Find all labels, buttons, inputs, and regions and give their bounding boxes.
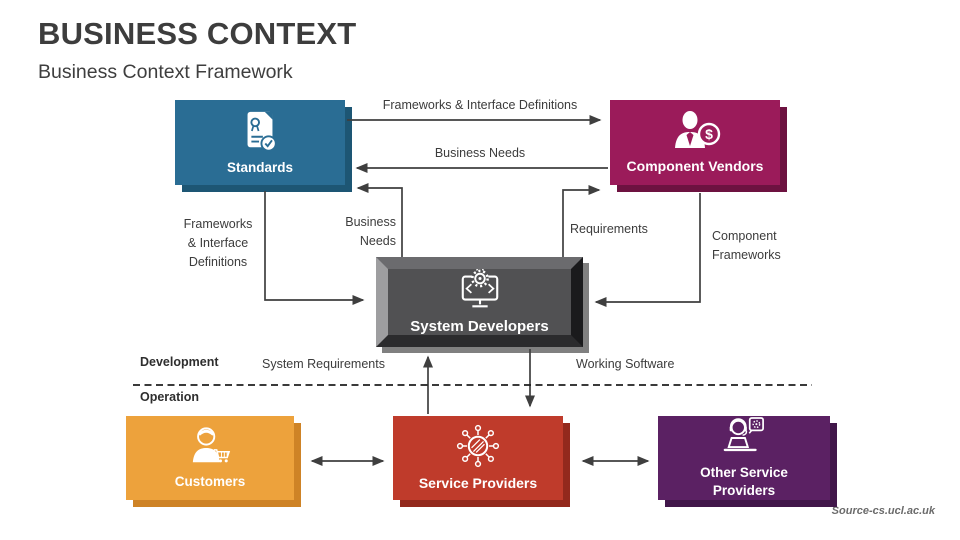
other-service-providers-label: Other Service Providers [700,464,788,498]
label-system-requirements: System Requirements [262,357,385,371]
label-frameworks-interface-definitions-left: Frameworks & Interface Definitions [183,217,253,269]
label-requirements: Requirements [570,222,648,236]
label-working-software: Working Software [576,357,675,371]
arrow-requirements-dev-to-vendors [562,185,601,257]
monitor-gear-icon [456,268,504,312]
arrow-business-needs-dev-to-standards [356,183,403,257]
support-agent-laptop-icon [721,417,767,459]
vendor-person-dollar-icon: $ [669,110,721,152]
arrow-component-frameworks-vendors-to-dev [594,193,701,307]
customers-label: Customers [174,473,246,489]
label-operation-zone: Operation [140,390,200,404]
label-business-needs: Business Needs [434,146,526,160]
page-title: BUSINESS CONTEXT [38,16,357,51]
standards-box: Standards [175,100,345,185]
customers-box: Customers [126,416,294,500]
certificate-document-icon [237,108,283,154]
service-providers-box: Service Providers [393,416,563,500]
label-component-frameworks: Component Frameworks [712,229,781,262]
page-subtitle: Business Context Framework [38,61,293,83]
system-developers-label: System Developers [410,317,549,335]
network-hub-icon [455,423,501,469]
label-development-zone: Development [140,355,219,369]
svg-text:$: $ [705,126,713,142]
component-vendors-label: Component Vendors [626,157,764,174]
label-frameworks-interface-definitions: Frameworks & Interface Definitions [382,98,578,112]
system-developers-box: System Developers [376,257,583,347]
arrow-frameworks-standards-to-dev [264,191,365,305]
standards-label: Standards [226,160,294,176]
person-shopping-cart-icon [187,426,233,468]
component-vendors-box: $ Component Vendors [610,100,780,185]
other-service-providers-box: Other Service Providers [658,416,830,500]
service-providers-label: Service Providers [418,475,538,492]
label-business-needs-left: Business Needs [345,215,396,248]
source-attribution: Source-cs.ucl.ac.uk [831,505,935,517]
